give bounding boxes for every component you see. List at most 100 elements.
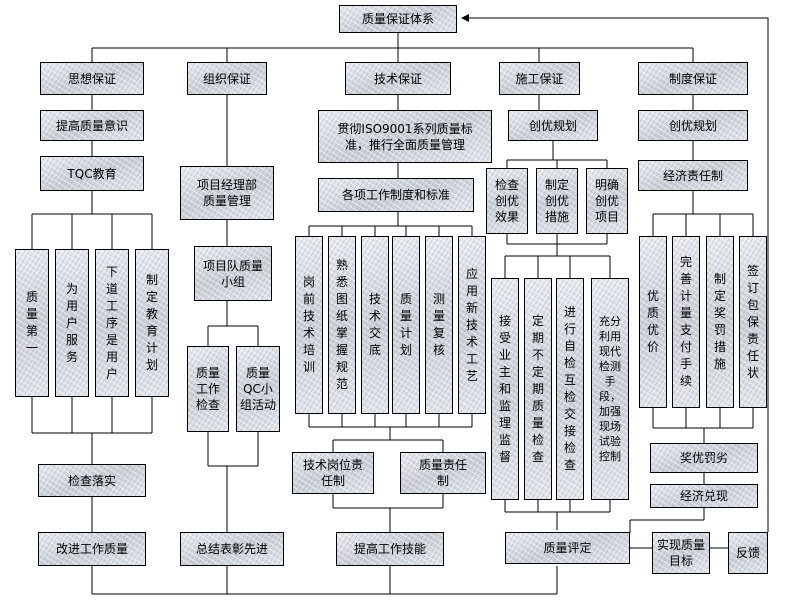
vertical-label: 制定教育计划 (145, 273, 158, 372)
work-check-label: 质量工作检查 (195, 366, 220, 412)
vertical-label: 制定奖罚措施 (713, 272, 726, 371)
vertical-label: 进行自检互检交接检查 (563, 305, 576, 472)
reward-penalty-box: 奖优罚劣 (650, 443, 758, 473)
quality-evaluate-box: 质量评定 (505, 532, 630, 564)
improve-skill-box: 提高工作技能 (336, 532, 444, 566)
shigong-plan-label: 创优规划 (528, 118, 577, 133)
vertical-label: 定期不定期质量检查 (531, 313, 544, 464)
vertical-label: 优质优价 (646, 289, 659, 354)
sixiang-item-4: 制定教育计划 (135, 249, 169, 397)
shigong-item-3-label: 明确创优项目 (594, 178, 619, 224)
reward-penalty-label: 奖优罚劣 (679, 451, 728, 465)
sixiang-baozheng-label: 思想保证 (67, 71, 116, 86)
qc-group-box: 质量QC小组活动 (236, 346, 280, 432)
jishu-item-2: 熟悉图纸掌握规范 (328, 236, 356, 414)
feedback-box: 反馈 (728, 532, 768, 574)
vertical-label: 为用户服务 (65, 281, 78, 364)
project-dept-label: 项目经理部质量管理 (196, 178, 257, 208)
qc-group-label: 质量QC小组活动 (240, 366, 277, 412)
shigong-item-1: 检查创优效果 (486, 168, 528, 234)
vertical-label: 岗前技术培训 (302, 275, 315, 374)
iso-standard-box: 贯彻ISO9001系列质量标准，推行全面质量管理 (318, 110, 492, 163)
zuzhi-baozheng-box: 组织保证 (187, 62, 267, 95)
summary-commend-box: 总结表彰先进 (180, 532, 284, 566)
improve-work-quality-box: 改进工作质量 (38, 532, 146, 566)
vertical-label: 签订包保责任状 (746, 263, 759, 380)
zhidu-plan-label: 创优规划 (668, 118, 717, 133)
quality-duty-label: 质量责任制 (418, 458, 467, 488)
vertical-label: 应用新技术工艺 (465, 266, 478, 383)
zhidu-item-3: 制定奖罚措施 (706, 236, 734, 408)
vertical-label: 接受业主和监理监督 (498, 313, 511, 464)
econ-honor-label: 经济兑现 (679, 489, 728, 503)
improve-skill-label: 提高工作技能 (353, 542, 426, 556)
sixiang-item-1: 质量第一 (15, 249, 49, 397)
jishu-baozheng-label: 技术保证 (373, 71, 422, 86)
shigong-item-3: 明确创优项目 (586, 168, 628, 234)
shigong-check-4-label: 充分利用现代检测手段，加强现场试验控制 (599, 315, 621, 463)
project-team-box: 项目队质量小组 (194, 246, 272, 301)
econ-honor-box: 经济兑现 (650, 484, 758, 508)
quality-duty-box: 质量责任制 (400, 452, 486, 494)
iso-standard-label: 贯彻ISO9001系列质量标准，推行全面质量管理 (337, 121, 473, 152)
title-text: 质量保证体系 (361, 12, 434, 26)
quality-awareness-label: 提高质量意识 (55, 118, 128, 133)
vertical-label: 技术交底 (368, 292, 381, 357)
zhidu-item-1: 优质优价 (639, 236, 667, 408)
quality-awareness-box: 提高质量意识 (40, 110, 144, 141)
shigong-baozheng-box: 施工保证 (499, 62, 580, 95)
jishu-item-5: 测量复核 (425, 236, 453, 414)
shigong-check-1: 接受业主和监理监督 (491, 278, 519, 500)
zuzhi-baozheng-label: 组织保证 (202, 71, 251, 86)
quality-evaluate-label: 质量评定 (543, 541, 592, 555)
sixiang-baozheng-box: 思想保证 (40, 62, 144, 95)
jishu-item-3: 技术交底 (361, 236, 389, 414)
tqc-education-label: TQC教育 (67, 166, 117, 181)
vertical-label: 测量复核 (432, 292, 445, 357)
tech-post-duty-box: 技术岗位责任制 (292, 452, 374, 494)
shigong-item-2-label: 制定创优措施 (544, 178, 569, 224)
jishu-item-4: 质量计划 (392, 236, 420, 414)
feedback-label: 反馈 (735, 546, 760, 560)
zhidu-baozheng-label: 制度保证 (668, 71, 717, 86)
zhidu-baozheng-box: 制度保证 (638, 62, 748, 95)
quality-target-box: 实现质量目标 (652, 532, 710, 574)
econ-duty-box: 经济责任制 (638, 160, 748, 191)
sixiang-item-2: 为用户服务 (55, 249, 89, 397)
econ-duty-label: 经济责任制 (662, 168, 723, 183)
improve-work-quality-label: 改进工作质量 (55, 542, 128, 556)
vertical-label: 质量计划 (399, 292, 412, 357)
vertical-label: 质量第一 (25, 290, 38, 355)
shigong-check-3: 进行自检互检交接检查 (556, 278, 584, 500)
vertical-label: 完善计量支付手续 (679, 255, 692, 388)
work-system-box: 各项工作制度和标准 (318, 178, 474, 212)
shigong-plan-box: 创优规划 (508, 110, 598, 141)
work-check-box: 质量工作检查 (187, 346, 229, 432)
jishu-item-6: 应用新技术工艺 (458, 236, 486, 414)
zhidu-item-2: 完善计量支付手续 (672, 236, 700, 408)
shigong-baozheng-label: 施工保证 (515, 71, 564, 86)
shigong-item-2: 制定创优措施 (536, 168, 578, 234)
title-box: 质量保证体系 (339, 5, 457, 33)
vertical-label: 熟悉图纸掌握规范 (335, 258, 348, 391)
zhidu-plan-box: 创优规划 (638, 110, 748, 141)
jishu-baozheng-box: 技术保证 (345, 62, 451, 95)
tech-post-duty-label: 技术岗位责任制 (302, 458, 363, 488)
jishu-item-1: 岗前技术培训 (295, 236, 323, 414)
vertical-label: 下道工序是用户 (105, 264, 118, 381)
shigong-item-1-label: 检查创优效果 (494, 178, 519, 224)
project-dept-box: 项目经理部质量管理 (180, 166, 274, 220)
quality-target-label: 实现质量目标 (657, 538, 706, 568)
tqc-education-box: TQC教育 (40, 156, 144, 191)
project-team-label: 项目队质量小组 (203, 258, 264, 289)
shigong-check-2: 定期不定期质量检查 (524, 278, 552, 500)
summary-commend-label: 总结表彰先进 (195, 542, 268, 556)
check-implement-label: 检查落实 (67, 473, 116, 488)
sixiang-item-3: 下道工序是用户 (95, 249, 129, 397)
check-implement-box: 检查落实 (38, 464, 146, 497)
zhidu-item-4: 签订包保责任状 (739, 236, 767, 408)
shigong-check-4: 充分利用现代检测手段，加强现场试验控制 (591, 278, 629, 500)
work-system-label: 各项工作制度和标准 (341, 188, 450, 202)
